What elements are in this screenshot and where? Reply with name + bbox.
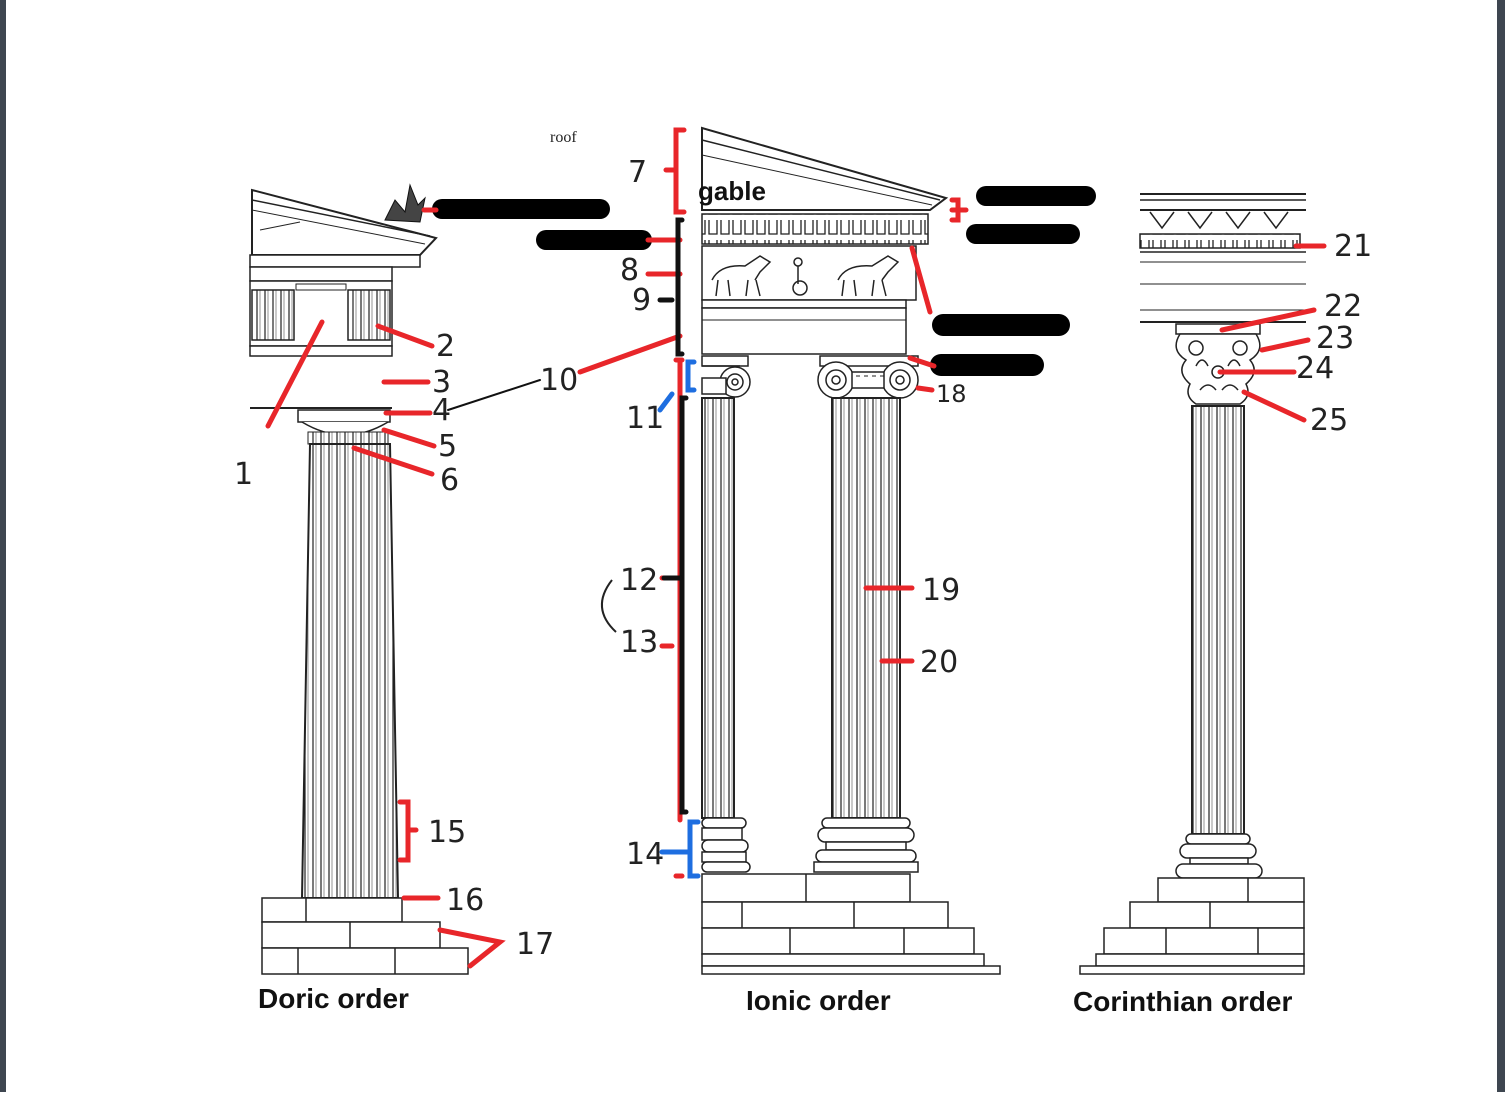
- number-6: 6: [440, 463, 459, 498]
- number-3: 3: [432, 365, 451, 400]
- number-9: 9: [632, 283, 651, 318]
- ionic-shaft-left: [701, 397, 735, 819]
- ionic-dentil-course: [701, 213, 929, 245]
- number-1: 1: [234, 457, 253, 492]
- redaction-bar: [432, 199, 610, 219]
- ionic-frieze: [701, 245, 917, 301]
- triglyph: [251, 289, 295, 341]
- caption-ionic-order: Ionic order: [746, 985, 891, 1016]
- number-13: 13: [620, 625, 658, 660]
- corinthian-dentils: [1139, 233, 1301, 249]
- number-11: 11: [626, 401, 664, 436]
- number-25: 25: [1310, 403, 1348, 438]
- number-7: 7: [628, 155, 647, 190]
- ionic-pediment: [701, 126, 949, 211]
- label-roof: roof: [550, 129, 577, 146]
- number-22: 22: [1324, 289, 1362, 324]
- number-16: 16: [446, 883, 484, 918]
- frieze-figure: [792, 257, 808, 296]
- ionic-architrave: [701, 307, 907, 355]
- ionic-capital-left: [701, 355, 751, 398]
- handwritten-parenthesis: [600, 579, 617, 633]
- doric-shaft: [300, 443, 400, 899]
- number-12: 12: [620, 563, 658, 598]
- redaction-bar: [930, 354, 1044, 376]
- number-5: 5: [438, 429, 457, 464]
- number-17: 17: [516, 927, 554, 962]
- doric-order: [249, 183, 469, 975]
- caption-corinthian-order: Corinthian order: [1073, 986, 1292, 1017]
- ionic-order: gable roof: [550, 126, 1001, 975]
- redaction-bar: [932, 314, 1070, 336]
- frieze-horse-right: [837, 255, 900, 297]
- number-14: 14: [626, 837, 664, 872]
- number-21: 21: [1334, 229, 1372, 264]
- caption-doric-order: Doric order: [258, 983, 409, 1014]
- bracket-marks: [447, 217, 701, 879]
- ionic-steps: [701, 873, 1001, 975]
- doric-steps: [261, 897, 469, 975]
- number-18: 18: [936, 380, 967, 408]
- frieze-horse-left: [711, 255, 772, 297]
- redaction-bar: [966, 224, 1080, 244]
- acroterion-ornament: [384, 183, 426, 223]
- number-2: 2: [436, 329, 455, 364]
- corinthian-order: [1079, 193, 1306, 975]
- ionic-capital-right: [817, 355, 919, 399]
- redaction-marks: [432, 186, 1096, 376]
- triglyph: [347, 289, 391, 341]
- label-gable: gable: [698, 176, 766, 206]
- number-15: 15: [428, 815, 466, 850]
- window-edge-right: [1497, 0, 1505, 1092]
- number-23: 23: [1316, 321, 1354, 356]
- number-20: 20: [920, 645, 958, 680]
- doric-abacus: [297, 409, 391, 423]
- corinthian-steps: [1079, 877, 1305, 975]
- annotation-numbers: 1 2 3 4 5 6 7 8 9 10 11 12 13 14 15 16 1…: [234, 155, 1372, 962]
- redaction-bar: [976, 186, 1096, 206]
- corinthian-base: [1175, 833, 1263, 879]
- number-19: 19: [922, 573, 960, 608]
- redaction-bar: [536, 230, 652, 250]
- number-8: 8: [620, 253, 639, 288]
- ionic-shaft-right: [831, 397, 901, 819]
- corinthian-modillions: [1149, 211, 1289, 230]
- ionic-base-left: [701, 817, 751, 873]
- number-4: 4: [432, 393, 451, 428]
- ionic-base-right: [813, 817, 919, 873]
- window-edge-left: [0, 0, 6, 1092]
- number-10: 10: [540, 363, 578, 398]
- corinthian-shaft: [1191, 405, 1245, 835]
- number-24: 24: [1296, 351, 1334, 386]
- corinthian-capital: [1175, 323, 1261, 405]
